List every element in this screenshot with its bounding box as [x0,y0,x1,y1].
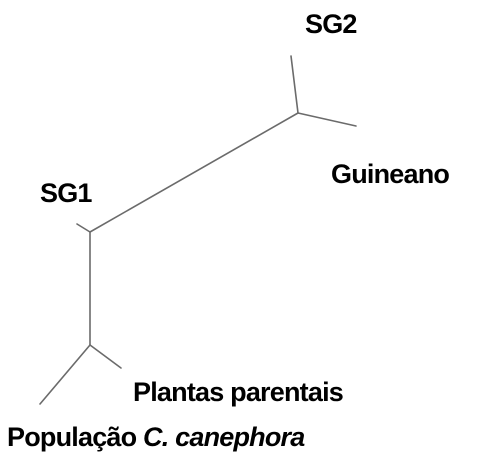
label-populacao: População C. canephora [7,422,305,452]
label-guineano: Guineano [331,159,449,189]
branch-plantas-parentais [89,344,122,369]
label-sg1: SG1 [40,178,92,208]
branch-sg1 [76,223,91,233]
label-plantas-parentais: Plantas parentais [133,377,343,407]
branch-sg2 [290,55,299,114]
branch-internal-long [89,112,299,233]
label-populacao-text: População [7,422,143,452]
label-species-name: C. canephora [143,422,305,452]
label-sg2: SG2 [305,9,357,39]
branch-guineano [297,112,357,127]
branch-populacao [39,344,91,405]
